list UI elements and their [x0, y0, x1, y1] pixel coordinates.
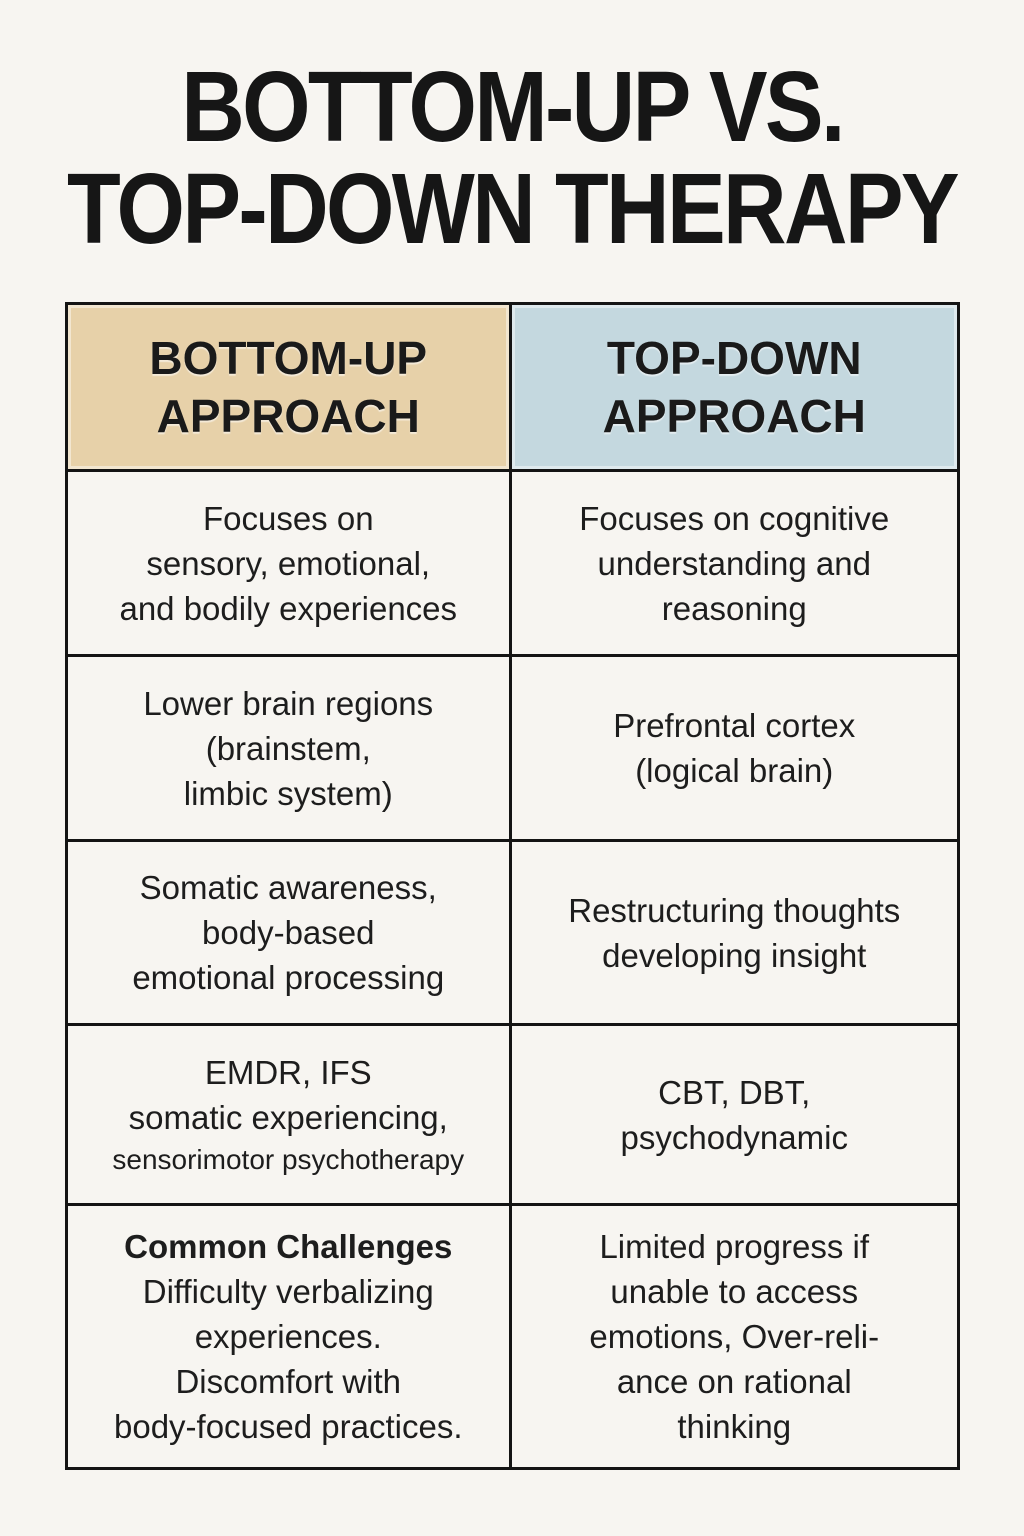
- cell-top-down-focus: Focuses on cognitive understanding and r…: [512, 472, 957, 657]
- cell-bottom-up-challenges: Common Challenges Difficulty verbalizing…: [68, 1206, 512, 1467]
- bottom-up-challenges-body: Difficulty verbalizing experiences. Disc…: [113, 1273, 463, 1445]
- page-title-line-2: TOP-DOWN THERAPY: [67, 153, 960, 265]
- cell-bottom-up-therapies: EMDR, IFS somatic experiencing, sensorim…: [67, 1026, 512, 1206]
- header-bottom-up-approach: BOTTOM-UP APPROACH: [67, 305, 512, 472]
- comparison-table: BOTTOM-UP APPROACH TOP-DOWN APPROACH Foc…: [64, 302, 960, 1470]
- bottom-up-therapies-main: EMDR, IFS somatic experiencing,: [128, 1053, 448, 1136]
- bottom-up-therapies-small: sensorimotor psychotherapy: [112, 1143, 465, 1175]
- cell-bottom-up-focus: Focuses on sensory, emotional, and bodil…: [67, 472, 512, 657]
- cell-top-down-therapies: CBT, DBT, psychodynamic: [512, 1026, 957, 1206]
- cell-top-down-methods: Restructuring thoughts developing insigh…: [512, 842, 957, 1026]
- page-title: BOTTOM-UP VS. TOP-DOWN THERAPY: [61, 0, 962, 260]
- cell-bottom-up-methods: Somatic awareness, body-based emotional …: [67, 842, 512, 1026]
- page-title-line-1: BOTTOM-UP VS.: [181, 51, 845, 163]
- cell-top-down-challenges: Limited progress if unable to access emo…: [589, 1228, 880, 1445]
- cell-bottom-up-brain-regions: Lower brain regions (brainstem, limbic s…: [67, 657, 512, 842]
- bottom-up-challenges-title: Common Challenges: [124, 1228, 453, 1265]
- cell-top-down-brain-regions: Prefrontal cortex (logical brain): [512, 657, 957, 842]
- header-top-down-approach: TOP-DOWN APPROACH: [512, 305, 957, 472]
